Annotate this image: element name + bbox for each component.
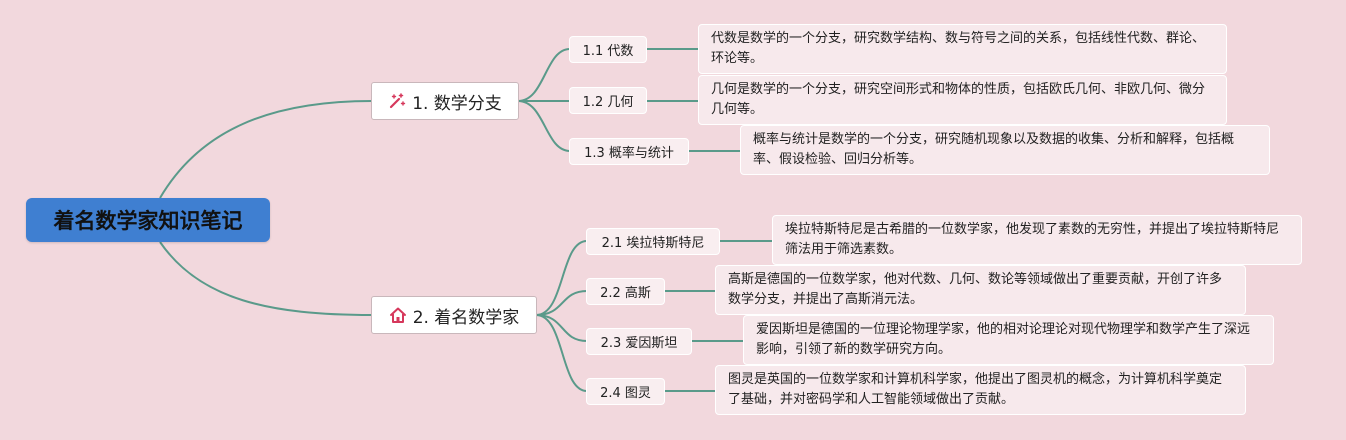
desc-probability-statistics: 概率与统计是数学的一个分支，研究随机现象以及数据的收集、分析和解释，包括概率、假… — [740, 125, 1270, 175]
branch-label: 2. 着名数学家 — [412, 307, 520, 328]
desc-text: 代数是数学的一个分支，研究数学结构、数与符号之间的关系，包括线性代数、群论、环论… — [711, 31, 1206, 66]
leaf-einstein[interactable]: 2.3 爱因斯坦 — [586, 328, 692, 355]
leaf-turing[interactable]: 2.4 图灵 — [586, 378, 665, 405]
leaf-label: 2.3 爱因斯坦 — [600, 336, 678, 351]
desc-text: 图灵是英国的一位数学家和计算机科学家，他提出了图灵机的概念，为计算机科学奠定了基… — [728, 372, 1223, 407]
desc-einstein: 爱因斯坦是德国的一位理论物理学家，他的相对论理论对现代物理学和数学产生了深远影响… — [743, 315, 1274, 365]
leaf-label: 2.1 埃拉特斯特尼 — [601, 236, 705, 251]
leaf-algebra[interactable]: 1.1 代数 — [569, 36, 647, 63]
desc-text: 几何是数学的一个分支，研究空间形式和物体的性质，包括欧氏几何、非欧几何、微分几何… — [711, 82, 1206, 117]
desc-gauss: 高斯是德国的一位数学家，他对代数、几何、数论等领域做出了重要贡献，开创了许多数学… — [715, 265, 1246, 315]
home-icon — [389, 306, 407, 324]
leaf-probability-statistics[interactable]: 1.3 概率与统计 — [569, 138, 689, 165]
root-topic[interactable]: 着名数学家知识笔记 — [26, 198, 270, 242]
desc-geometry: 几何是数学的一个分支，研究空间形式和物体的性质，包括欧氏几何、非欧几何、微分几何… — [698, 75, 1227, 125]
desc-text: 高斯是德国的一位数学家，他对代数、几何、数论等领域做出了重要贡献，开创了许多数学… — [728, 272, 1223, 307]
branch-label: 1. 数学分支 — [412, 93, 502, 114]
leaf-label: 1.2 几何 — [582, 95, 634, 110]
leaf-label: 2.4 图灵 — [600, 386, 651, 401]
root-title: 着名数学家知识笔记 — [53, 209, 243, 233]
desc-text: 爱因斯坦是德国的一位理论物理学家，他的相对论理论对现代物理学和数学产生了深远影响… — [756, 322, 1251, 357]
desc-text: 埃拉特斯特尼是古希腊的一位数学家，他发现了素数的无穷性，并提出了埃拉特斯特尼筛法… — [785, 222, 1280, 257]
branch-famous-mathematicians[interactable]: 2. 着名数学家 — [371, 296, 537, 334]
leaf-label: 1.3 概率与统计 — [584, 146, 674, 161]
branch-math-branches[interactable]: 1. 数学分支 — [371, 82, 519, 120]
desc-text: 概率与统计是数学的一个分支，研究随机现象以及数据的收集、分析和解释，包括概率、假… — [753, 132, 1235, 167]
leaf-eratosthenes[interactable]: 2.1 埃拉特斯特尼 — [586, 228, 720, 255]
leaf-label: 2.2 高斯 — [600, 286, 651, 301]
leaf-label: 1.1 代数 — [582, 44, 634, 59]
desc-turing: 图灵是英国的一位数学家和计算机科学家，他提出了图灵机的概念，为计算机科学奠定了基… — [715, 365, 1246, 415]
desc-eratosthenes: 埃拉特斯特尼是古希腊的一位数学家，他发现了素数的无穷性，并提出了埃拉特斯特尼筛法… — [772, 215, 1302, 265]
magic-wand-icon — [388, 92, 406, 110]
leaf-geometry[interactable]: 1.2 几何 — [569, 87, 647, 114]
desc-algebra: 代数是数学的一个分支，研究数学结构、数与符号之间的关系，包括线性代数、群论、环论… — [698, 24, 1227, 74]
leaf-gauss[interactable]: 2.2 高斯 — [586, 278, 665, 305]
